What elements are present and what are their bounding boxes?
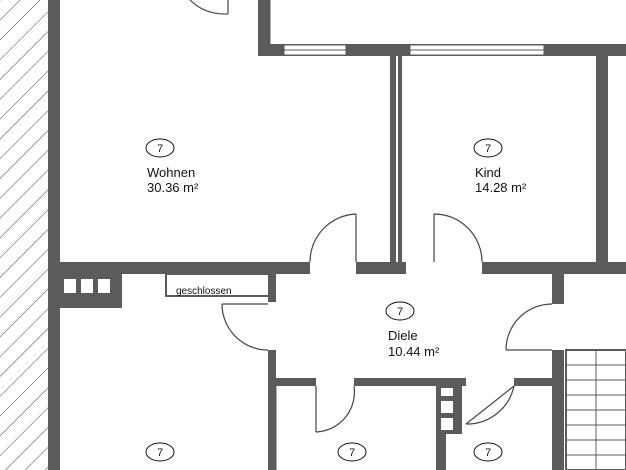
vent-2 [81, 279, 93, 293]
wall-diele-bottom-3 [514, 378, 554, 386]
stair-steps [566, 350, 626, 470]
room-tag-bottom-left-number: 7 [157, 447, 163, 459]
room-area-wohnen: 30.36 m² [147, 180, 199, 195]
wall-diele-bottom-2 [354, 378, 466, 386]
vent-1 [64, 279, 76, 293]
room-tag-kind [473, 138, 503, 158]
shaft-2 [441, 401, 453, 413]
wall-wohnen-kind [390, 56, 396, 264]
door-diele-left [221, 303, 269, 351]
shaft-1 [441, 388, 453, 396]
top-door-arc [189, 0, 229, 15]
room-tag-bottom-middle-number: 7 [349, 447, 355, 459]
door-kind [433, 213, 483, 263]
room-tag-wohnen [145, 138, 175, 158]
wall-diele-left [268, 274, 276, 302]
wall-diele-right [552, 274, 564, 304]
door-lower-right [465, 385, 515, 425]
top-wall-segment [258, 0, 270, 56]
room-name-wohnen: Wohnen [147, 165, 195, 180]
door-lower-left [315, 385, 356, 433]
closed-opening-label: geschlossen [176, 286, 232, 297]
room-area-kind: 14.28 m² [475, 180, 527, 195]
room-tag-bottom-left [145, 442, 175, 462]
room-wohnen: 7 Wohnen 30.36 m² [145, 138, 199, 195]
exterior-wall-left [48, 0, 60, 470]
room-tag-bottom-middle [337, 442, 367, 462]
room-tag-bottom-right [473, 442, 503, 462]
room-kind: 7 Kind 14.28 m² [473, 138, 527, 195]
room-bottom-right: 7 [473, 442, 503, 462]
room-tag-kind-number: 7 [485, 143, 491, 155]
room-diele: 7 Diele 10.44 m² [385, 301, 440, 359]
wall-lower-mid [436, 434, 446, 470]
wall-diele-left-lower [268, 350, 276, 470]
wall-vent-lower [60, 300, 122, 308]
room-name-diele: Diele [388, 328, 418, 343]
wall-row-left [60, 262, 310, 274]
shaft-3 [441, 418, 453, 430]
room-tag-diele [385, 301, 415, 321]
wall-row-right [482, 262, 626, 274]
room-tag-wohnen-number: 7 [157, 143, 163, 155]
wall-row-mid [356, 262, 406, 274]
wall-wohnen-kind-2 [398, 56, 402, 264]
room-tag-diele-number: 7 [397, 306, 403, 318]
door-diele-right [505, 303, 553, 351]
wall-kind-right [596, 56, 608, 264]
room-name-kind: Kind [475, 165, 501, 180]
room-tag-bottom-right-number: 7 [485, 447, 491, 459]
door-wohnen [309, 213, 357, 263]
room-bottom-left: 7 [145, 442, 175, 462]
wall-diele-bottom [276, 378, 316, 386]
wall-diele-right-lower [552, 350, 564, 470]
room-area-diele: 10.44 m² [388, 344, 440, 359]
exterior-hatch [0, 0, 48, 470]
room-bottom-middle: 7 [337, 442, 367, 462]
vent-3 [98, 279, 110, 293]
